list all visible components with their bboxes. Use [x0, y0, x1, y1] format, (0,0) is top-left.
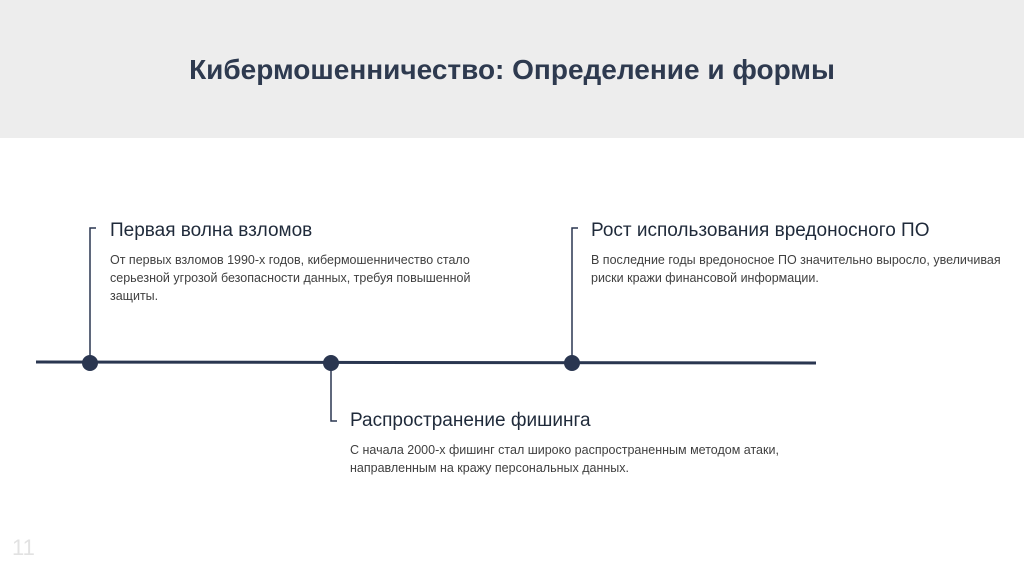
event-title: Первая волна взломов	[110, 220, 313, 241]
slide-title: Кибермошенничество: Определение и формы	[189, 54, 835, 85]
timeline-event-3: Рост использования вредоносного ПО В пос…	[591, 219, 1001, 287]
timeline-node-1	[82, 355, 98, 371]
event-description: От первых взломов 1990-х годов, кибермош…	[110, 253, 471, 303]
connector-event-2	[330, 363, 337, 422]
event-title: Рост использования вредоносного ПО	[591, 220, 930, 241]
timeline-event-1: Первая волна взломов От первых взломов 1…	[110, 219, 480, 305]
connector-event-1	[89, 227, 96, 363]
event-description: В последние годы вредоносное ПО значител…	[591, 253, 1001, 285]
timeline-event-2: Распространение фишинга С начала 2000-х …	[350, 409, 800, 477]
slide-number: 11	[12, 535, 35, 560]
timeline-node-2	[323, 355, 339, 371]
event-description: С начала 2000-х фишинг стал широко распр…	[350, 443, 779, 475]
connector-event-3	[571, 227, 578, 363]
timeline-node-3	[564, 355, 580, 371]
event-title: Распространение фишинга	[350, 410, 591, 431]
header-band	[0, 0, 1024, 138]
timeline-axis	[35, 360, 817, 365]
